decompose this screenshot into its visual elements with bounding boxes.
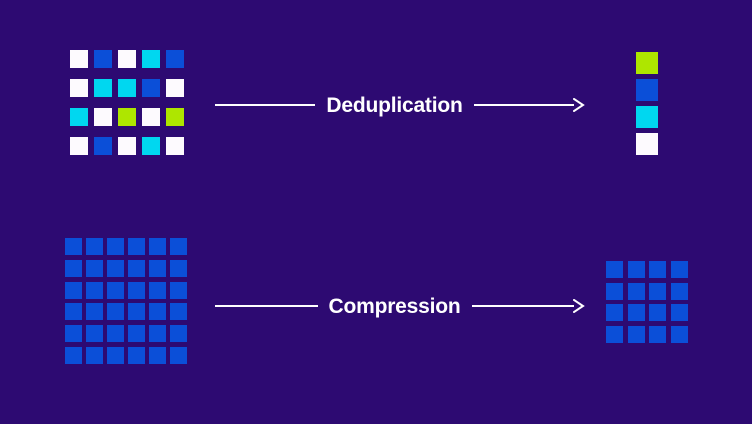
compression-label: Compression (328, 294, 461, 318)
grid-cell (118, 137, 136, 155)
grid-cell (86, 281, 103, 299)
grid-cell (86, 238, 103, 255)
grid-cell (86, 325, 103, 343)
grid-cell (86, 303, 103, 321)
grid-cell (636, 106, 658, 128)
grid-cell (636, 79, 658, 101)
grid-cell (142, 50, 160, 68)
grid-cell (170, 346, 187, 364)
grid-cell (128, 238, 145, 255)
grid-cell (70, 137, 88, 155)
grid-cell (166, 50, 184, 68)
grid-cell (128, 325, 145, 343)
grid-cell (118, 50, 136, 68)
grid-cell (649, 261, 667, 278)
arrow-line-left (215, 305, 318, 307)
compression-arrow: Compression (215, 289, 585, 323)
grid-cell (70, 79, 88, 97)
grid-cell (671, 304, 689, 322)
grid-cell (627, 282, 645, 300)
grid-cell (142, 137, 160, 155)
deduplication-arrow: Deduplication (215, 88, 585, 122)
grid-cell (118, 108, 136, 126)
grid-cell (606, 326, 623, 344)
grid-cell (94, 137, 112, 155)
grid-cell (606, 282, 623, 300)
grid-cell (671, 282, 689, 300)
arrow-line-right (473, 104, 574, 106)
grid-cell (107, 238, 124, 255)
grid-cell (170, 259, 187, 277)
grid-cell (671, 261, 689, 278)
grid-cell (128, 281, 145, 299)
grid-cell (86, 346, 103, 364)
grid-cell (128, 346, 145, 364)
deduplication-label: Deduplication (326, 93, 463, 117)
grid-cell (70, 50, 88, 68)
grid-cell (627, 304, 645, 322)
arrow-head-icon (573, 98, 585, 112)
arrow-line-right (471, 305, 574, 307)
grid-cell (166, 108, 184, 126)
grid-cell (86, 259, 103, 277)
grid-cell (149, 238, 166, 255)
grid-cell (170, 238, 187, 255)
compression-source-grid (65, 238, 187, 364)
grid-cell (65, 346, 82, 364)
grid-cell (149, 325, 166, 343)
dedup-result-grid (636, 52, 658, 156)
grid-cell (107, 303, 124, 321)
grid-cell (606, 304, 623, 322)
grid-cell (65, 303, 82, 321)
compression-result-grid (606, 261, 689, 344)
grid-cell (65, 238, 82, 255)
grid-cell (149, 281, 166, 299)
grid-cell (107, 346, 124, 364)
grid-cell (627, 261, 645, 278)
grid-cell (94, 50, 112, 68)
grid-cell (649, 282, 667, 300)
grid-cell (107, 325, 124, 343)
grid-cell (107, 281, 124, 299)
grid-cell (142, 79, 160, 97)
grid-cell (128, 303, 145, 321)
arrow-head-icon (573, 299, 585, 313)
grid-cell (142, 108, 160, 126)
grid-cell (70, 108, 88, 126)
grid-cell (118, 79, 136, 97)
grid-cell (149, 259, 166, 277)
grid-cell (636, 52, 658, 74)
grid-cell (649, 304, 667, 322)
grid-cell (65, 259, 82, 277)
grid-cell (94, 108, 112, 126)
grid-cell (166, 79, 184, 97)
grid-cell (170, 325, 187, 343)
grid-cell (649, 326, 667, 344)
grid-cell (128, 259, 145, 277)
grid-cell (636, 133, 658, 155)
grid-cell (671, 326, 689, 344)
grid-cell (149, 303, 166, 321)
grid-cell (94, 79, 112, 97)
grid-cell (627, 326, 645, 344)
grid-cell (606, 261, 623, 278)
grid-cell (149, 346, 166, 364)
grid-cell (166, 137, 184, 155)
grid-cell (65, 325, 82, 343)
arrow-line-left (215, 104, 316, 106)
grid-cell (170, 281, 187, 299)
grid-cell (65, 281, 82, 299)
dedup-source-grid (70, 50, 184, 156)
grid-cell (170, 303, 187, 321)
grid-cell (107, 259, 124, 277)
